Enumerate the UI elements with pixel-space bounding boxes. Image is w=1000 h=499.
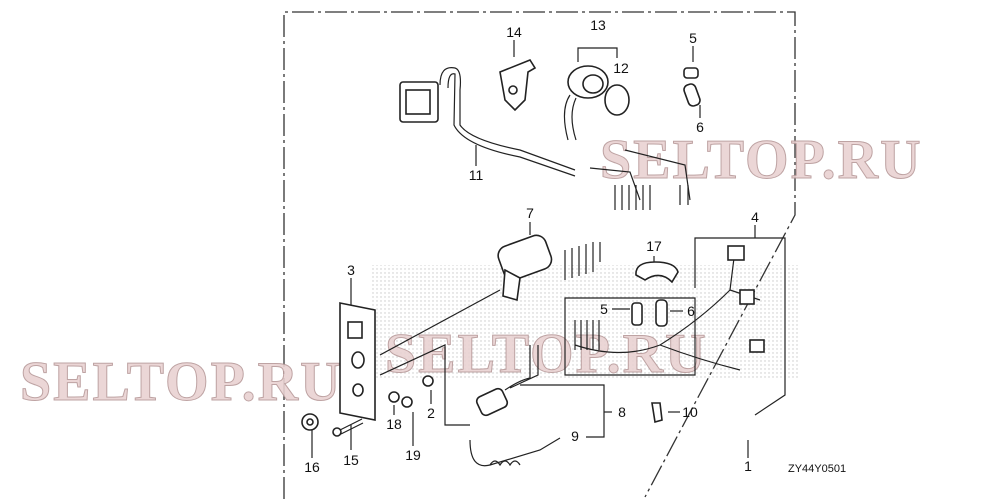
part-4-harness[interactable]: [574, 245, 765, 371]
part-14-bracket[interactable]: [499, 59, 537, 112]
callout-5: 5: [689, 30, 697, 46]
svg-text:SELTOP.RU: SELTOP.RU: [600, 129, 923, 191]
callout-17: 17: [646, 238, 662, 254]
callout-10: 10: [682, 404, 698, 420]
part-19-nut[interactable]: [401, 396, 413, 408]
part-12-cover[interactable]: [604, 84, 630, 116]
callout-5-lower: 5: [600, 301, 608, 317]
callout-9: 9: [571, 428, 579, 444]
callout-labels: 14 13 12 5 6 11 7 4 17 3 5 6 8 10 9 18 2…: [304, 17, 846, 475]
callout-14: 14: [506, 24, 522, 40]
part-5-screw-lower[interactable]: [631, 302, 643, 326]
part-6-tube-top[interactable]: [683, 83, 702, 108]
part-17-clamp[interactable]: [635, 261, 679, 284]
callout-7: 7: [526, 205, 534, 221]
callout-13: 13: [590, 17, 606, 33]
part-8-stop-switch[interactable]: [475, 345, 539, 417]
callout-18: 18: [386, 416, 402, 432]
callout-8: 8: [618, 404, 626, 420]
part-5-screw-top[interactable]: [683, 67, 699, 79]
part-7-ignition-switch[interactable]: [495, 233, 601, 302]
part-16-nut[interactable]: [301, 413, 319, 431]
callout-19: 19: [405, 447, 421, 463]
part-10-clip[interactable]: [651, 402, 663, 424]
callout-6: 6: [696, 119, 704, 135]
callout-3: 3: [347, 262, 355, 278]
part-2-nut[interactable]: [422, 375, 434, 387]
callout-12: 12: [613, 60, 629, 76]
part-6-tube-lower[interactable]: [655, 299, 668, 327]
svg-text:SELTOP.RU: SELTOP.RU: [20, 351, 343, 413]
part-18-washer[interactable]: [388, 391, 400, 403]
callout-4: 4: [751, 209, 759, 225]
callout-11: 11: [469, 167, 484, 183]
assembly-border: [283, 11, 796, 499]
svg-text:SELTOP.RU: SELTOP.RU: [385, 323, 708, 385]
drawing-code: ZY44Y0501: [788, 463, 846, 475]
part-3-panel[interactable]: [339, 302, 376, 421]
shading: [370, 265, 800, 380]
part-15-screw[interactable]: [332, 418, 364, 437]
callout-2: 2: [427, 405, 435, 421]
callout-1: 1: [744, 458, 752, 474]
part-11-switch-cable[interactable]: [399, 67, 691, 210]
callout-16: 16: [304, 459, 320, 475]
callout-6-lower: 6: [687, 303, 695, 319]
part-13-buzzer[interactable]: [563, 65, 609, 141]
callout-15: 15: [343, 452, 359, 468]
part-9-lanyard[interactable]: [469, 437, 561, 467]
